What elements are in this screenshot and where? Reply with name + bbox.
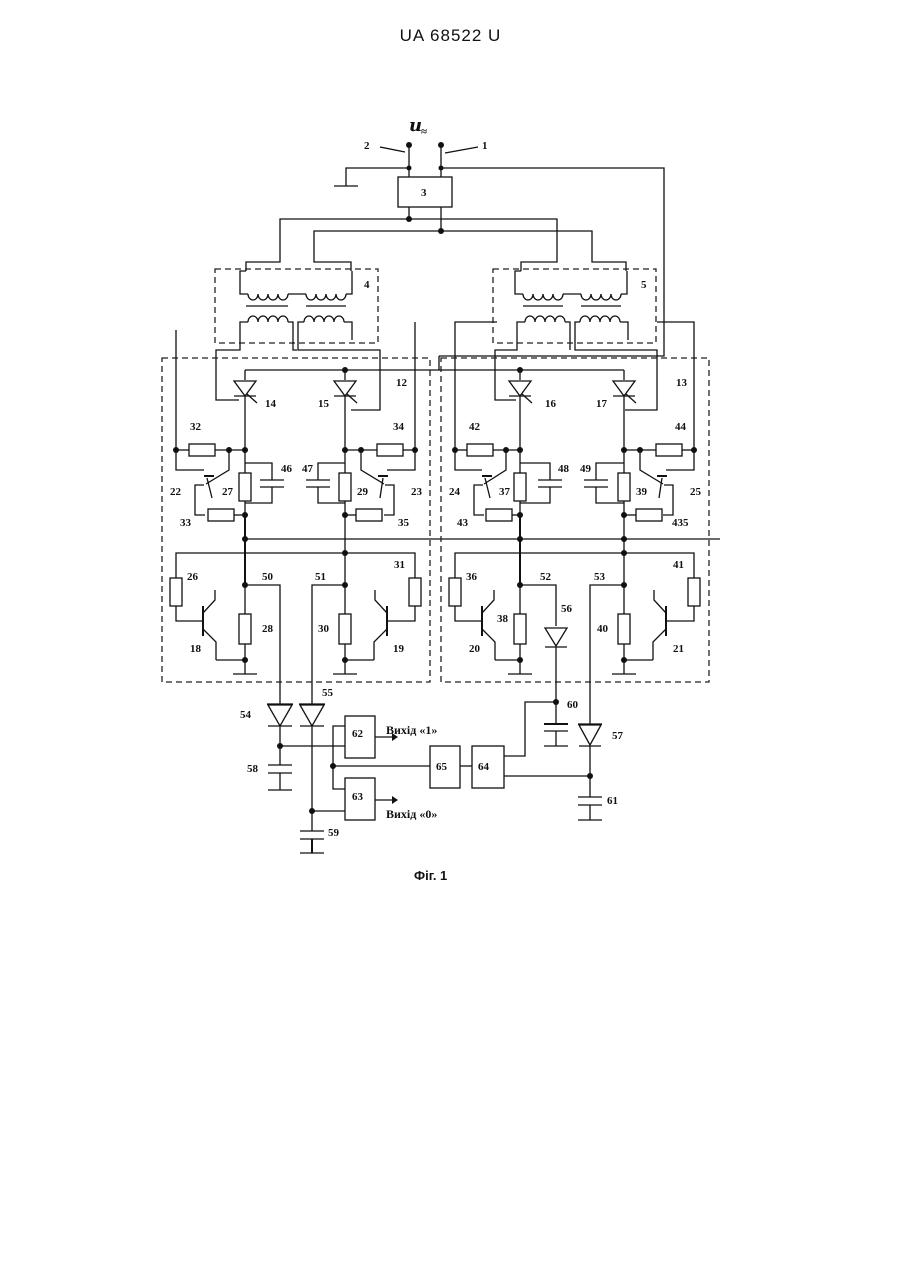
label-47: 47 xyxy=(302,463,314,475)
resistor-34 xyxy=(377,444,403,456)
label-22: 22 xyxy=(170,486,182,498)
label-44: 44 xyxy=(675,421,687,433)
label-56: 56 xyxy=(561,603,573,615)
resistor-32 xyxy=(189,444,215,456)
label-19: 19 xyxy=(393,643,405,655)
resistor-33 xyxy=(208,509,234,521)
label-23: 23 xyxy=(411,486,423,498)
label-24: 24 xyxy=(449,486,461,498)
label-14: 14 xyxy=(265,398,277,410)
resistor-38 xyxy=(514,614,526,644)
resistor-35 xyxy=(356,509,382,521)
label-435: 435 xyxy=(672,517,689,529)
resistor-44 xyxy=(656,444,682,456)
label-30: 30 xyxy=(318,623,330,635)
label-46: 46 xyxy=(281,463,293,475)
diode-54 xyxy=(268,705,292,726)
label-54: 54 xyxy=(240,709,252,721)
label-36: 36 xyxy=(466,571,478,583)
label-16: 16 xyxy=(545,398,557,410)
resistor-40 xyxy=(618,614,630,644)
label-15: 15 xyxy=(318,398,330,410)
label-39: 39 xyxy=(636,486,648,498)
label-65: 65 xyxy=(436,761,448,773)
resistor-29 xyxy=(339,473,351,501)
label-61: 61 xyxy=(607,795,618,807)
label-59: 59 xyxy=(328,827,340,839)
label-53: 53 xyxy=(594,571,606,583)
resistor-30 xyxy=(339,614,351,644)
resistor-43 xyxy=(486,509,512,521)
supply-section: u ≈ 2 1 3 xyxy=(246,115,664,356)
label-38: 38 xyxy=(497,613,509,625)
label-2: 2 xyxy=(364,140,370,152)
label-26: 26 xyxy=(187,571,199,583)
label-18: 18 xyxy=(190,643,202,655)
output-1-label: Вихід «1» xyxy=(386,723,437,737)
diode-56 xyxy=(545,628,567,646)
figure-caption: Фіг. 1 xyxy=(414,868,447,883)
label-48: 48 xyxy=(558,463,570,475)
label-32: 32 xyxy=(190,421,202,433)
label-51: 51 xyxy=(315,571,326,583)
supply-sub: ≈ xyxy=(421,126,427,138)
label-27: 27 xyxy=(222,486,234,498)
label-33: 33 xyxy=(180,517,192,529)
label-5: 5 xyxy=(641,279,647,291)
label-62: 62 xyxy=(352,728,364,740)
label-64: 64 xyxy=(478,761,490,773)
resistor-39 xyxy=(618,473,630,501)
label-40: 40 xyxy=(597,623,609,635)
resistor-42 xyxy=(467,444,493,456)
label-20: 20 xyxy=(469,643,481,655)
label-58: 58 xyxy=(247,763,259,775)
diode-55 xyxy=(300,705,324,726)
label-31: 31 xyxy=(394,559,405,571)
label-17: 17 xyxy=(596,398,608,410)
resistor-435 xyxy=(636,509,662,521)
resistor-31 xyxy=(409,578,421,606)
output-logic: 54 55 58 59 62 Вихід «1» 63 Вихі xyxy=(240,687,624,853)
output-0-label: Вихід «0» xyxy=(386,807,437,821)
label-21: 21 xyxy=(673,643,684,655)
label-13: 13 xyxy=(676,377,688,389)
label-41: 41 xyxy=(673,559,684,571)
label-43: 43 xyxy=(457,517,469,529)
right-module: 16 17 13 42 44 24 25 xyxy=(439,322,709,724)
label-35: 35 xyxy=(398,517,410,529)
label-49: 49 xyxy=(580,463,592,475)
diode-57 xyxy=(579,725,601,745)
label-1: 1 xyxy=(482,140,488,152)
resistor-28 xyxy=(239,614,251,644)
label-4: 4 xyxy=(364,279,370,291)
label-42: 42 xyxy=(469,421,481,433)
label-37: 37 xyxy=(499,486,511,498)
label-3: 3 xyxy=(421,187,427,199)
resistor-41 xyxy=(688,578,700,606)
label-29: 29 xyxy=(357,486,369,498)
label-28: 28 xyxy=(262,623,274,635)
label-60: 60 xyxy=(567,699,579,711)
label-12: 12 xyxy=(396,377,408,389)
label-25: 25 xyxy=(690,486,702,498)
label-52: 52 xyxy=(540,571,552,583)
label-34: 34 xyxy=(393,421,405,433)
resistor-26 xyxy=(170,578,182,606)
resistor-36 xyxy=(449,578,461,606)
label-50: 50 xyxy=(262,571,274,583)
label-63: 63 xyxy=(352,791,364,803)
resistor-37 xyxy=(514,473,526,501)
label-57: 57 xyxy=(612,730,624,742)
resistor-27 xyxy=(239,473,251,501)
label-55: 55 xyxy=(322,687,334,699)
